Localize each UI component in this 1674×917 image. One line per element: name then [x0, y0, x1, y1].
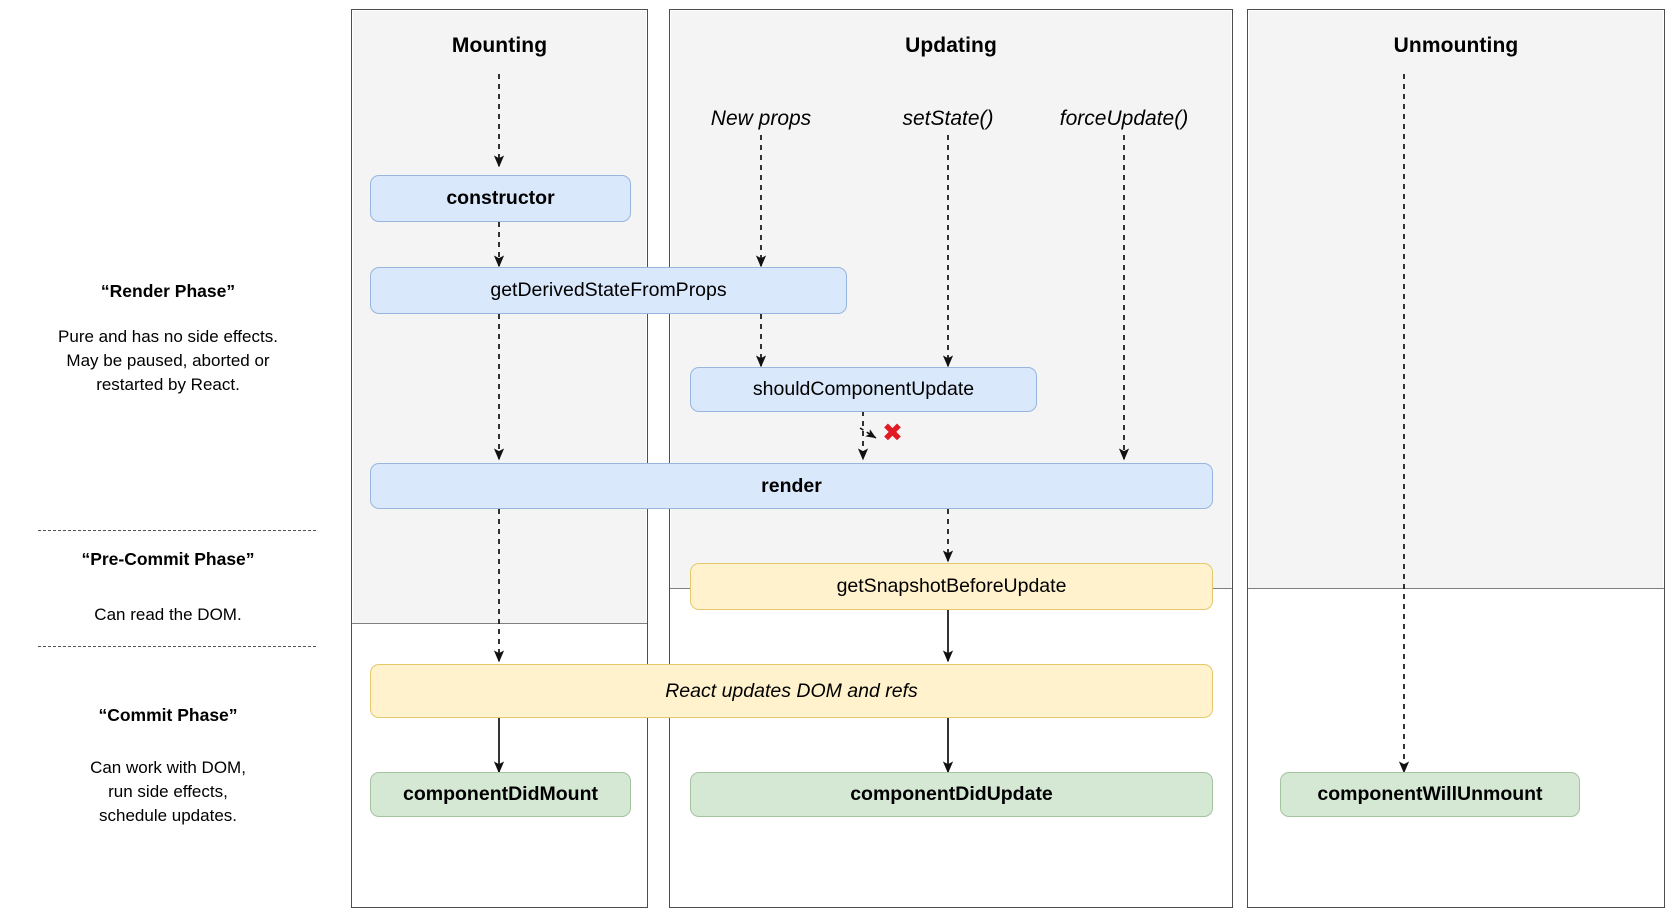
- skip-render-x-icon: ✖: [882, 418, 903, 447]
- column-divider-unmounting: [1248, 588, 1664, 589]
- phase-separator-bottom: [38, 646, 316, 647]
- node-should-component-update[interactable]: shouldComponentUpdate: [690, 367, 1037, 412]
- trigger-label-set-state: setState(): [902, 107, 994, 130]
- node-get-snapshot-before-update[interactable]: getSnapshotBeforeUpdate: [690, 563, 1213, 610]
- trigger-label-new-props: New props: [710, 107, 812, 130]
- node-render[interactable]: render: [370, 463, 1213, 509]
- trigger-label-force-update: forceUpdate(): [1059, 107, 1189, 130]
- node-component-did-update[interactable]: componentDidUpdate: [690, 772, 1213, 817]
- column-title-unmounting: Unmounting: [1393, 34, 1519, 57]
- phase-title-render: “Render Phase”: [100, 281, 236, 301]
- column-title-mounting: Mounting: [451, 34, 548, 57]
- phase-separator-top: [38, 530, 316, 531]
- phase-description-pre-commit: Can read the DOM.: [94, 605, 242, 624]
- phase-description-commit: Can work with DOM,run side effects,sched…: [90, 758, 246, 825]
- phase-title-pre-commit: “Pre-Commit Phase”: [81, 549, 255, 569]
- phase-description-render: Pure and has no side effects.May be paus…: [58, 327, 278, 394]
- node-constructor[interactable]: constructor: [370, 175, 631, 222]
- node-component-will-unmount[interactable]: componentWillUnmount: [1280, 772, 1580, 817]
- node-get-derived-state-from-props[interactable]: getDerivedStateFromProps: [370, 267, 847, 314]
- node-component-did-mount[interactable]: componentDidMount: [370, 772, 631, 817]
- phase-title-commit: “Commit Phase”: [98, 705, 238, 725]
- column-title-updating: Updating: [905, 34, 997, 57]
- node-react-updates-dom-and-refs[interactable]: React updates DOM and refs: [370, 664, 1213, 718]
- column-divider-mounting: [352, 623, 647, 624]
